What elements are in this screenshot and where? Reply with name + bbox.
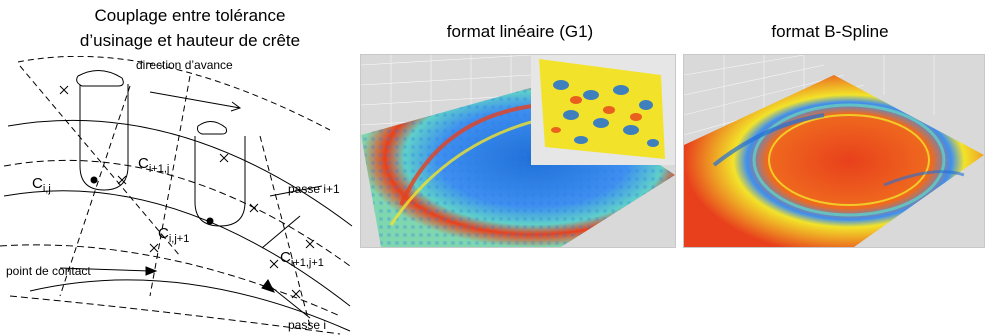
contact-point-1 bbox=[90, 176, 98, 184]
surface-bspline bbox=[684, 75, 984, 247]
label-passe-i1: passe i+1 bbox=[288, 182, 340, 196]
label-c-ij1: Ci,j+1 bbox=[158, 225, 190, 246]
label-passe-i: passe i bbox=[288, 318, 327, 332]
path-dashed-4 bbox=[9, 295, 341, 335]
tool-path-diagram bbox=[0, 56, 353, 335]
tool-1-body bbox=[79, 84, 129, 191]
surface-plot-bspline bbox=[683, 54, 985, 248]
path-solid-1 bbox=[7, 119, 353, 227]
label-c-i1j1: Ci+1,j+1 bbox=[280, 249, 324, 270]
path-dashed-2 bbox=[3, 159, 351, 267]
label-c-i1j: Ci+1,j bbox=[138, 155, 170, 176]
contact-point-2 bbox=[206, 217, 214, 225]
tool-2-body bbox=[194, 136, 246, 227]
direction-arrow bbox=[149, 91, 241, 109]
plot-title-linear: format linéaire (G1) bbox=[446, 22, 594, 41]
path-solid-2 bbox=[3, 190, 351, 307]
label-contact-point: point de contact bbox=[6, 264, 91, 278]
path-dashed-1 bbox=[17, 56, 331, 131]
diagram-title-line1: Couplage entre tolérance bbox=[94, 6, 286, 25]
label-c-ij: Ci,j bbox=[32, 175, 51, 196]
surface-plot-linear bbox=[360, 54, 676, 248]
diagram-title-line2: d’usinage et hauteur de crête bbox=[79, 31, 301, 50]
plot-title-bspline: format B-Spline bbox=[771, 22, 889, 41]
path-solid-3 bbox=[29, 279, 351, 332]
direction-label: direction d’avance bbox=[136, 58, 233, 72]
